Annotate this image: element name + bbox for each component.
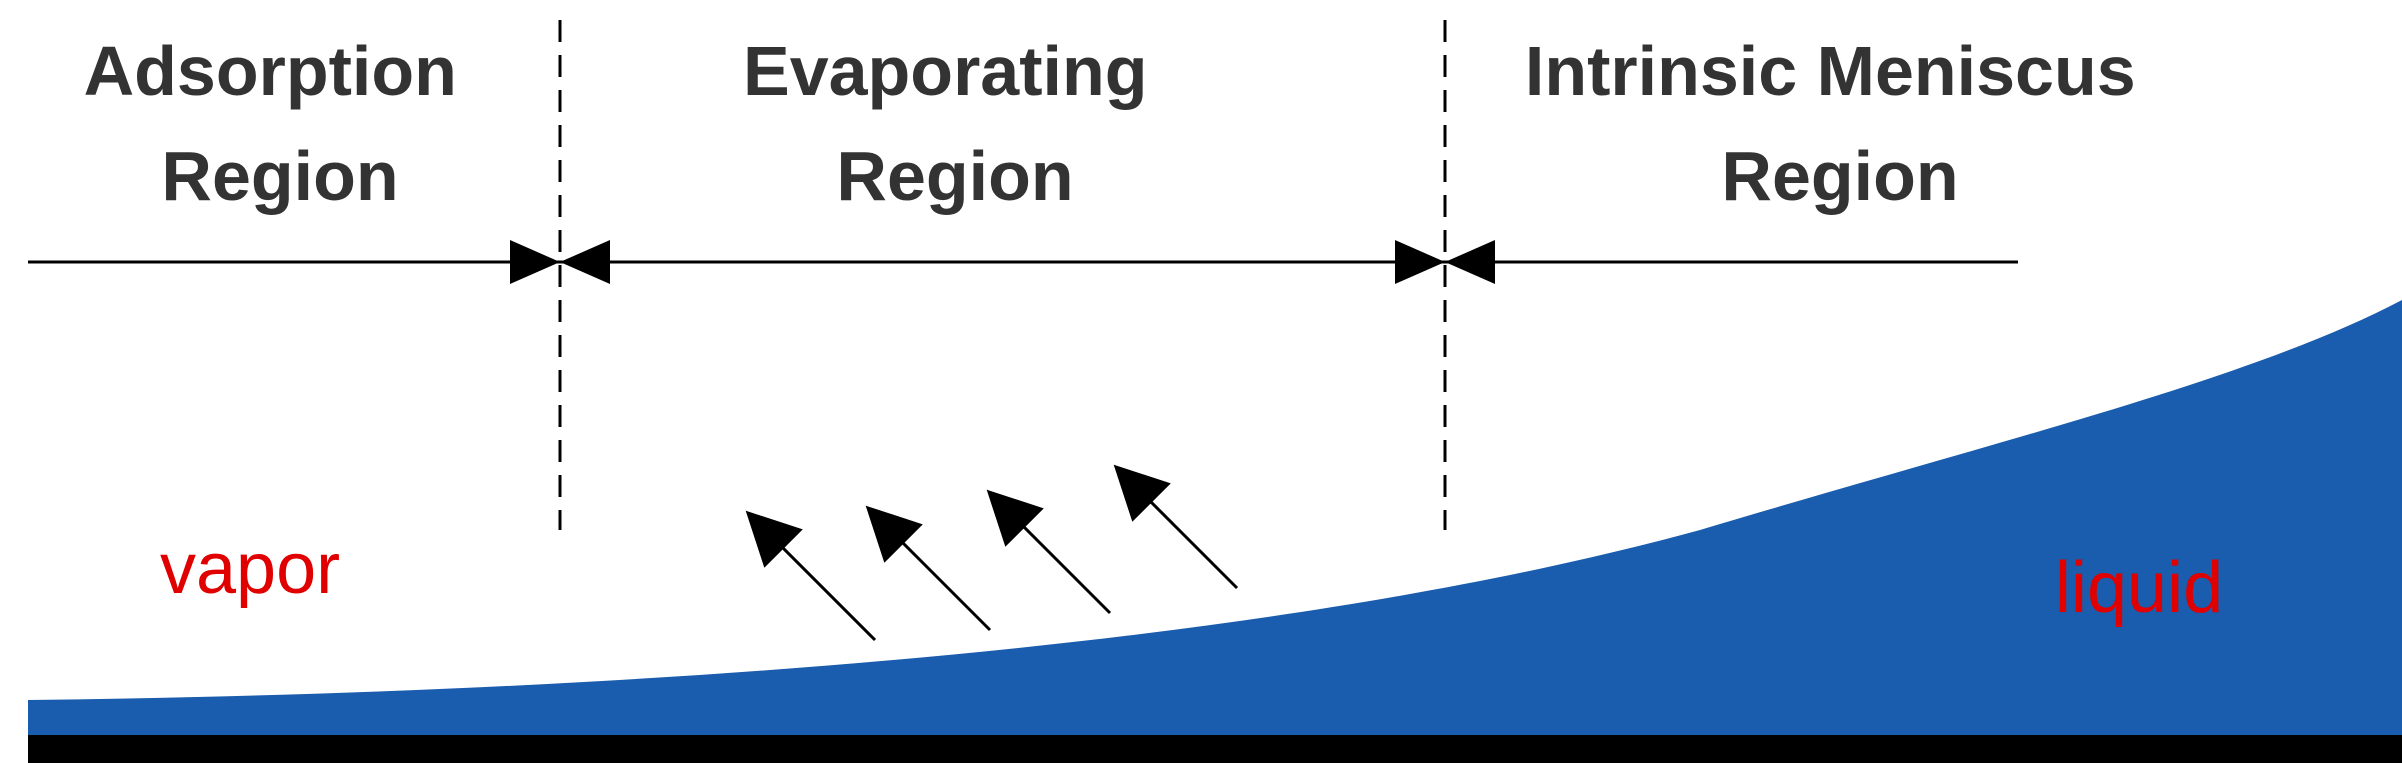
boundary-right-arrowhead-left-icon	[1395, 240, 1445, 284]
boundary-right-arrowhead-right-icon	[1445, 240, 1495, 284]
evaporation-arrowhead-3-icon	[986, 489, 1044, 547]
substrate-base	[28, 735, 2402, 763]
vapor-label: vapor	[160, 529, 340, 609]
adsorption-region-line2: Region	[161, 137, 398, 215]
region-boundaries	[558, 20, 1447, 530]
region-labels: Adsorption Region Evaporating Region Int…	[84, 32, 2155, 215]
intrinsic-meniscus-region-label: Intrinsic Meniscus Region	[1525, 32, 2155, 215]
boundary-left-arrowhead-right-icon	[560, 240, 610, 284]
liquid-label: liquid	[2055, 548, 2223, 628]
evaporating-region-label: Evaporating Region	[743, 32, 1167, 215]
adsorption-region-line1: Adsorption	[84, 32, 457, 110]
intrinsic-meniscus-region-line1: Intrinsic Meniscus	[1525, 32, 2136, 110]
evaporation-arrowhead-4-icon	[1113, 464, 1171, 522]
intrinsic-meniscus-region-line2: Region	[1721, 137, 1958, 215]
evaporation-arrows	[745, 464, 1239, 642]
boundary-markers	[510, 240, 1495, 284]
evaporating-region-line1: Evaporating	[743, 32, 1148, 110]
boundary-left-arrowhead-left-icon	[510, 240, 560, 284]
evaporating-region-line2: Region	[836, 137, 1073, 215]
evaporation-arrowhead-1-icon	[745, 510, 803, 568]
adsorption-region-label: Adsorption Region	[84, 32, 477, 215]
liquid-meniscus	[28, 300, 2402, 740]
evaporation-arrowhead-2-icon	[865, 505, 923, 563]
